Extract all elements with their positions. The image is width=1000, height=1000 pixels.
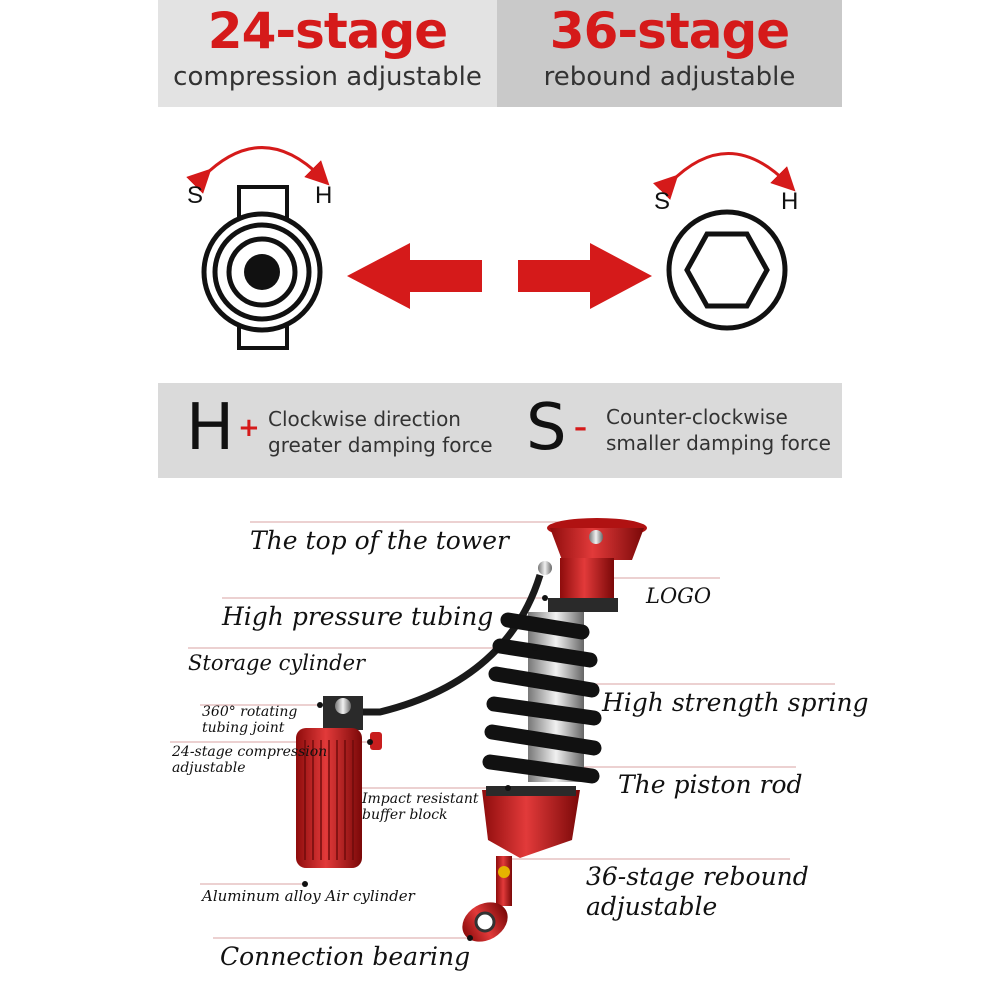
legend-h-letter: H [186, 391, 235, 465]
label-compression-line2: adjustable [172, 760, 246, 776]
compression-title: 24-stage [207, 2, 448, 60]
label-logo: LOGO [646, 584, 712, 608]
legend-h-line2: greater damping force [268, 433, 493, 457]
label-connection-bearing: Connection bearing [220, 942, 471, 971]
label-buffer-line2: buffer block [362, 807, 448, 823]
shock-absorber-illustration [170, 518, 835, 942]
right-soft-letter: S [654, 188, 671, 215]
rebound-title: 36-stage [549, 2, 790, 60]
label-rebound-line1: 36-stage rebound [586, 862, 809, 891]
legend-s-line2: smaller damping force [606, 431, 831, 455]
compression-subtitle: compression adjustable [173, 62, 482, 92]
arrow-left-icon [347, 243, 482, 309]
label-high-strength-spring: High strength spring [602, 688, 869, 717]
label-rebound-line2: adjustable [586, 892, 718, 921]
label-buffer-line1: Impact resistant [362, 791, 479, 807]
label-compression-line1: 24-stage compression [172, 744, 328, 760]
legend-bar: H + Clockwise direction greater damping … [158, 383, 842, 478]
label-rotating-joint-line1: 360° rotating [202, 704, 298, 720]
label-high-pressure-tubing: High pressure tubing [222, 602, 494, 631]
left-soft-letter: S [187, 182, 204, 209]
knob-diagram [186, 146, 796, 350]
arrow-right-icon [518, 243, 652, 309]
label-rotating-joint-line2: tubing joint [202, 720, 285, 736]
legend-s-letter: S [526, 391, 567, 465]
left-hard-letter: H [315, 182, 333, 209]
rebound-hex-knob-icon [666, 209, 788, 331]
compression-panel: 24-stage compression adjustable [158, 0, 497, 107]
label-piston-rod: The piston rod [618, 770, 803, 799]
rebound-panel: 36-stage rebound adjustable [497, 0, 842, 107]
label-air-cylinder: Aluminum alloy Air cylinder [202, 887, 415, 905]
legend-s-line1: Counter-clockwise [606, 405, 788, 429]
legend-h-sign: + [238, 413, 260, 443]
rotation-arc-right-icon [653, 152, 796, 200]
legend-s-sign: – [574, 413, 587, 443]
compression-knob-icon [201, 185, 323, 350]
label-top-of-tower: The top of the tower [250, 526, 509, 555]
label-storage-cylinder: Storage cylinder [188, 651, 366, 675]
legend-h-line1: Clockwise direction [268, 407, 461, 431]
rotation-arc-left-icon [186, 146, 330, 194]
rebound-subtitle: rebound adjustable [543, 62, 796, 92]
right-hard-letter: H [781, 188, 799, 215]
